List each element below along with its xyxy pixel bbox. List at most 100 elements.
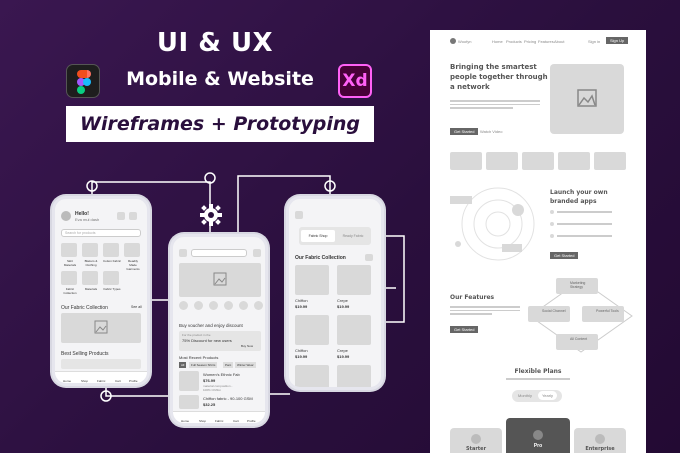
category-tile[interactable] [82,271,98,285]
category-circle[interactable] [224,301,233,310]
plan-name: Starter [465,446,487,452]
category-circles [179,301,263,311]
product-thumb[interactable] [179,371,199,391]
plan-card-pro[interactable]: Pro [506,418,570,453]
features-get-started-button[interactable]: Get Started [450,326,479,333]
category-tile[interactable] [61,243,77,257]
category-label: Blazers & Clothing [84,259,98,267]
category-circle[interactable] [254,301,263,310]
adobe-xd-logo-icon: Xd [338,64,372,98]
billing-toggle[interactable]: Monthly Yearly [512,390,562,402]
nav-cart[interactable]: Cart [233,419,239,423]
search-input[interactable] [191,249,247,257]
product-meta: material composition - 100% Chiffon [203,384,233,392]
nav-shop[interactable]: Shop [199,419,207,423]
buy-now-button[interactable]: Buy Now [241,344,254,348]
back-icon[interactable] [295,211,303,219]
filter-icon[interactable] [365,254,373,261]
cart-icon[interactable] [129,212,137,220]
category-tile[interactable] [61,271,77,285]
hero-paragraph [450,100,540,110]
cart-icon[interactable] [253,249,261,257]
category-circle[interactable] [209,301,218,310]
see-all-link[interactable]: See all [131,305,142,309]
launch-get-started-button[interactable]: Get Started [550,252,579,259]
promo-card[interactable]: For the product in the 75% Discount for … [179,331,261,351]
product-card-image[interactable] [295,315,329,345]
tab-ready-fabric[interactable]: Ready Fabric [342,234,364,238]
product-price: $19.99 [295,354,308,359]
category-circle[interactable] [179,301,188,310]
tab-bar: Fabric Shop Ready Fabric [299,227,371,245]
plan-card-starter[interactable]: Starter [450,428,502,453]
nav-profile[interactable]: Profile [247,419,256,423]
product-card-image[interactable] [295,365,329,387]
product-price: $19.99 [337,304,350,309]
logo-tile [486,152,518,170]
category-label: Fabric Collection [63,287,77,295]
category-tile[interactable] [124,243,140,257]
feature-label: Marketing Strategy [570,281,586,289]
nav-shop[interactable]: Shop [81,379,89,383]
category-tile[interactable] [103,243,119,257]
product-card-image[interactable] [337,365,371,387]
nav-home[interactable]: Home [63,379,72,383]
category-circle[interactable] [194,301,203,310]
collection-banner-image[interactable] [61,313,141,343]
features-diagram [529,279,633,353]
feature-card[interactable]: Social Channel [528,306,570,322]
category-tile[interactable] [103,271,119,285]
chip[interactable]: Full Season Shirts [189,362,218,368]
toggle-yearly[interactable]: Yearly [538,391,557,400]
category-circle[interactable] [239,301,248,310]
product-card-image[interactable] [337,265,371,295]
nav-fabric[interactable]: Fabric [215,419,224,423]
tab-fabric-shop[interactable]: Fabric Shop [301,230,335,242]
product-name: Women's Ethnic Fab [203,372,240,377]
nav-home[interactable]: Home [181,419,190,423]
feature-label: All Content [570,337,588,341]
nav-cart[interactable]: Cart [115,379,121,383]
category-label: Fabric Types [103,287,121,291]
product-thumb[interactable] [179,395,199,409]
features-paragraph [450,306,520,316]
notification-icon[interactable] [117,212,125,220]
features-title: Our Features [450,294,495,301]
hero-image [550,64,624,134]
nav-home[interactable]: Home [492,39,503,44]
nav-about[interactable]: About [554,39,565,44]
filter-chips: All Full Season Shirts Pant Winter Wear [179,362,263,368]
back-icon[interactable] [179,249,187,257]
hero-get-started-button[interactable]: Get Started [450,128,479,135]
nav-profile[interactable]: Profile [129,379,138,383]
product-card-image[interactable] [295,265,329,295]
product-price: $19.99 [295,304,308,309]
watch-video-link[interactable]: Watch Video [480,129,503,134]
product-name: Chiffon [295,298,308,303]
nav-products[interactable]: Products [506,39,522,44]
promo-small: For the product in the [182,333,211,337]
feature-label: Powerful Tools [596,309,619,313]
nav-fabric[interactable]: Fabric [97,379,106,383]
category-tile[interactable] [82,243,98,257]
chip[interactable]: Pant [223,362,234,368]
chip[interactable]: Winter Wear [235,362,256,368]
nav-features[interactable]: Features [538,39,554,44]
banner-wireframes-prototyping: Wireframes + Prototyping [66,106,374,142]
chip[interactable]: All [179,362,187,368]
hero-image[interactable] [179,263,261,297]
feature-card[interactable]: Powerful Tools [582,306,624,322]
plan-card-enterprise[interactable]: Enterprise [574,428,626,453]
sign-in-link[interactable]: Sign in [588,39,601,44]
feature-card[interactable]: All Content [556,334,598,350]
sign-up-button[interactable]: Sign Up [606,37,629,44]
feature-label: Social Channel [542,309,566,313]
nav-pricing[interactable]: Pricing [524,39,537,44]
search-input[interactable]: Search for products [61,229,141,237]
product-card-image[interactable] [337,315,371,345]
toggle-monthly[interactable]: Monthly [518,393,533,398]
launch-checklist [550,210,620,244]
feature-card[interactable]: Marketing Strategy [556,278,598,294]
section-title: Our Fabric Collection [295,255,346,261]
website-wireframe: Woofyn Home Products Pricing Features Ab… [430,30,646,453]
